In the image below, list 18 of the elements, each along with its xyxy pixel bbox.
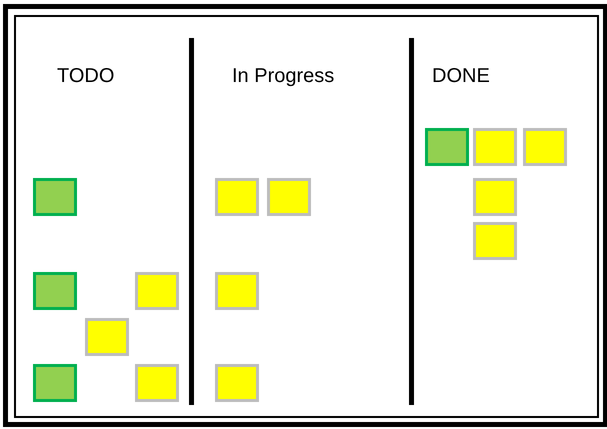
sticky-note: [33, 178, 77, 216]
sticky-note: [473, 178, 517, 216]
sticky-note: [215, 272, 259, 310]
sticky-note: [135, 272, 179, 310]
column-heading: TODO: [57, 65, 114, 88]
sticky-note: [267, 178, 311, 216]
sticky-note: [425, 128, 469, 166]
sticky-note: [135, 364, 179, 402]
sticky-note: [33, 364, 77, 402]
sticky-note: [215, 364, 259, 402]
sticky-note: [215, 178, 259, 216]
column-heading: DONE: [432, 65, 490, 88]
sticky-note: [523, 128, 567, 166]
sticky-note: [33, 272, 77, 310]
column-heading: In Progress: [232, 65, 334, 88]
sticky-note: [85, 318, 129, 356]
sticky-note: [473, 128, 517, 166]
sticky-note: [473, 222, 517, 260]
